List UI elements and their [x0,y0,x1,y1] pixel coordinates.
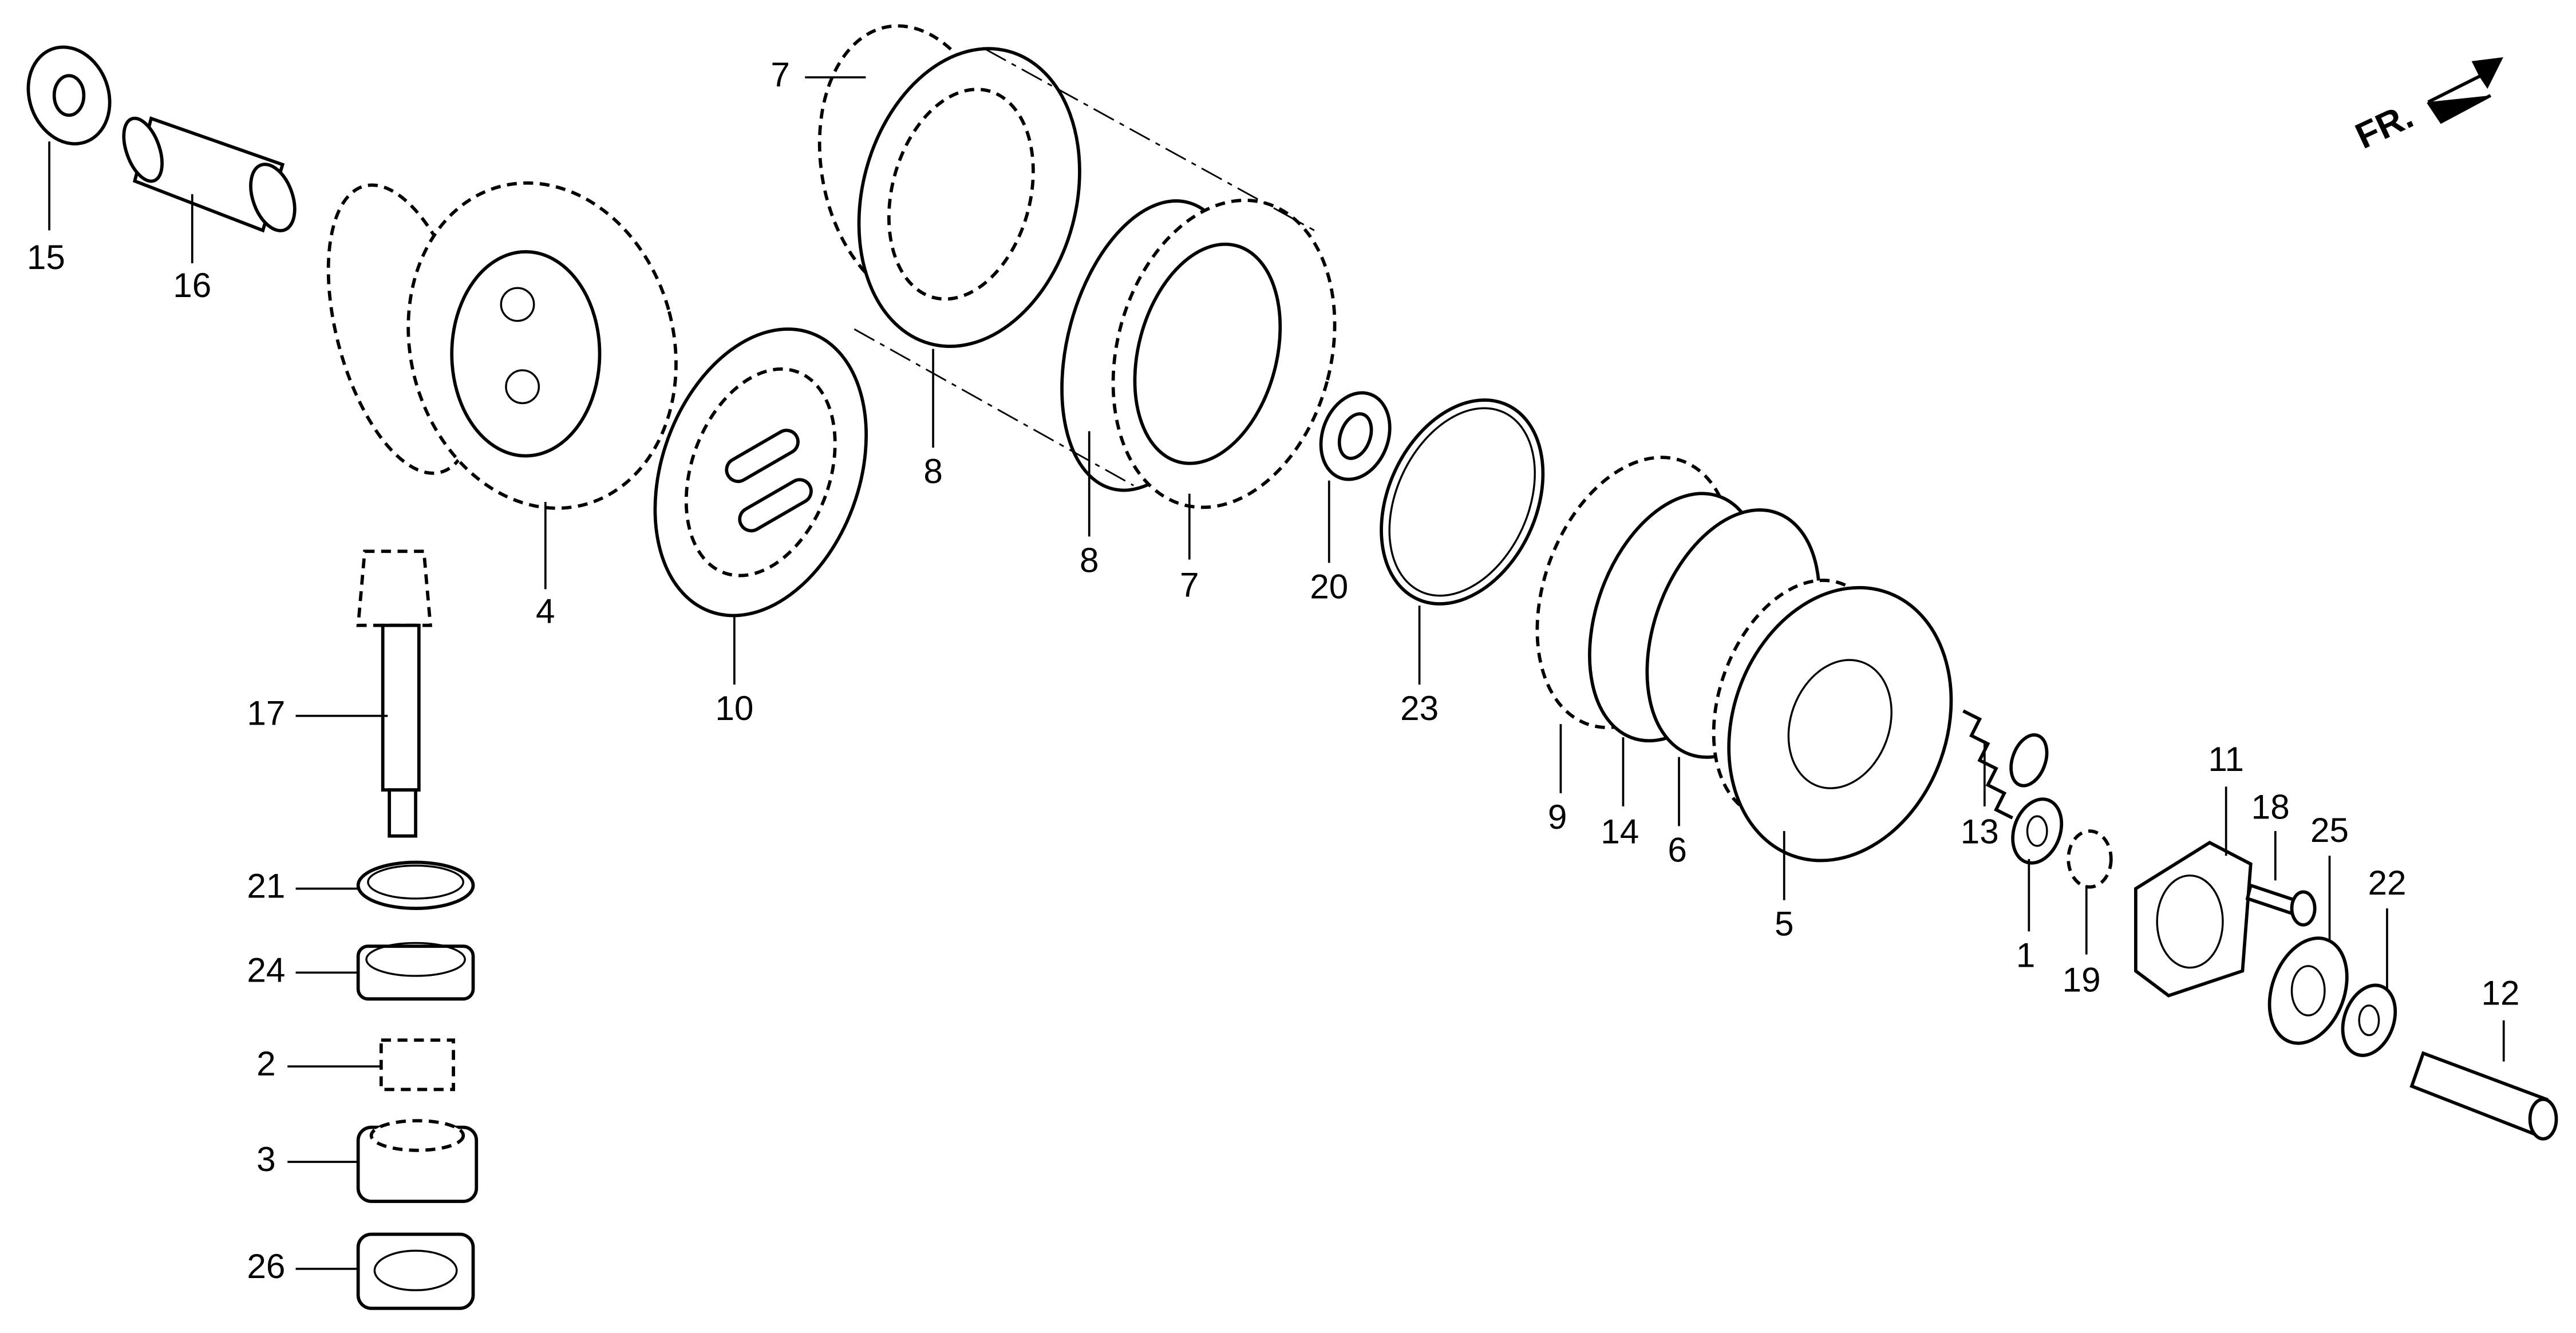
callout-5: 5 [1775,904,1794,943]
front-direction-marker: FR. [2349,57,2503,157]
callout-6: 6 [1668,830,1687,869]
part-5-piston [1712,579,1953,863]
callout-19: 19 [2063,960,2101,999]
callout-22: 22 [2368,863,2406,902]
callout-14: 14 [1601,812,1639,851]
clutch-pack-rear [1060,199,1337,509]
part-16-sleeve [122,116,297,233]
part-20-thrust-washer [1319,391,1392,481]
callout-26: 26 [247,1247,285,1285]
callout-24: 24 [247,950,285,989]
callout-8: 8 [1080,540,1099,579]
fr-label: FR. [2349,96,2419,157]
callout-10: 10 [715,689,753,727]
callout-8: 8 [923,452,943,491]
part-18-bolt [2245,883,2317,927]
part-23-snap-ring [1380,398,1545,606]
callout-2: 2 [256,1044,276,1083]
callout-7: 7 [1180,565,1199,604]
part-26-bearing [356,1232,475,1310]
callout-11: 11 [2208,739,2244,778]
part-13-spring [1962,709,2049,820]
part-1-washer [2011,797,2064,865]
part-21-o-ring [356,860,475,911]
clutch-pack-front [817,24,1081,348]
callout-21: 21 [247,867,285,905]
callout-12: 12 [2481,973,2519,1012]
part-3-collar [356,1119,479,1203]
callout-1: 1 [2016,935,2036,974]
callout-labels: 15 16 4 7 8 8 7 20 23 10 17 21 24 2 3 26… [27,55,2520,1285]
callout-3: 3 [256,1140,276,1178]
part-19-nut [2067,829,2113,889]
callout-13: 13 [1961,812,1999,851]
leader-lines [48,76,2505,1270]
arrow-icon [2427,57,2503,124]
part-24-bearing [356,942,475,1001]
callout-4: 4 [536,591,555,630]
callout-16: 16 [173,266,211,304]
callout-20: 20 [1310,567,1348,606]
part-2-gear [379,1038,455,1091]
part-17-pinion-shaft [356,549,433,838]
callout-9: 9 [1548,797,1567,836]
part-12-shaft [2409,1051,2558,1141]
callout-17: 17 [247,694,285,733]
part-10-carrier [653,327,868,618]
part-22-washer [2341,983,2397,1057]
part-4-differential-gear [326,181,678,510]
callout-25: 25 [2310,810,2349,849]
callout-15: 15 [27,238,65,276]
callout-23: 23 [1400,689,1439,727]
part-25-bearing [2267,936,2349,1045]
callout-18: 18 [2251,788,2290,826]
part-11-bearing-holder [2134,840,2253,998]
part-15-washer [26,45,112,146]
callout-7: 7 [771,55,790,94]
